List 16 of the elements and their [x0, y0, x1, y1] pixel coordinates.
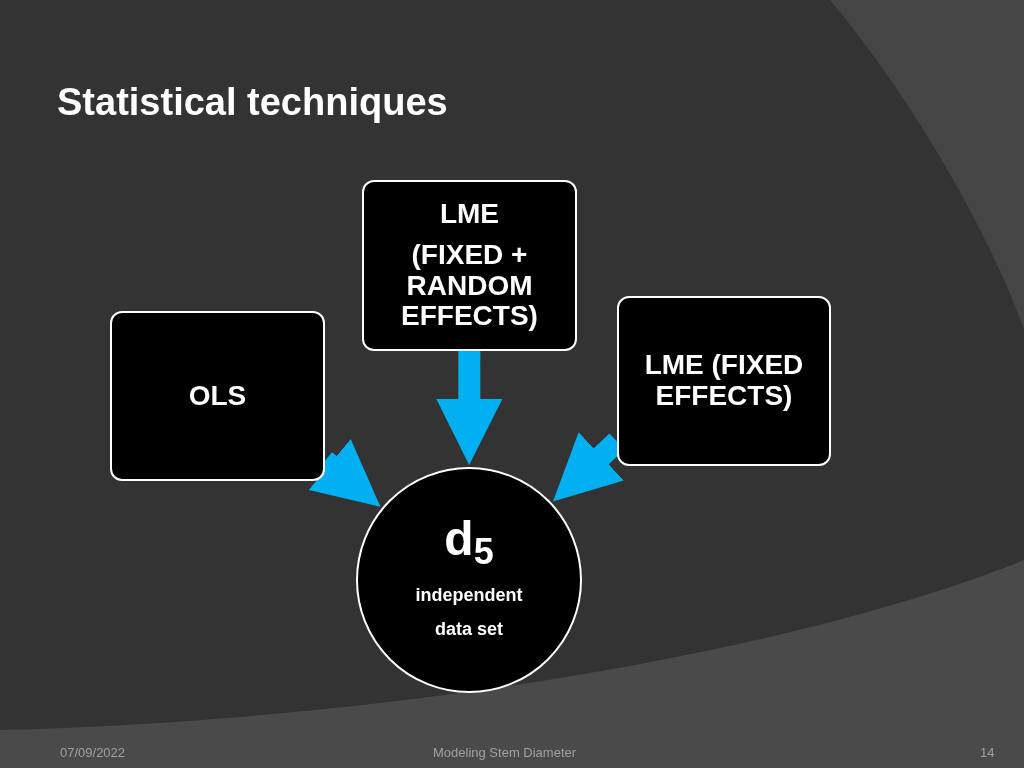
node-text: LME (FIXED EFFECTS): [643, 350, 805, 412]
block-arrow: [436, 351, 503, 465]
node-text: OLS: [187, 380, 248, 412]
process-box: [110, 311, 325, 481]
node-text: independent data set: [414, 584, 524, 642]
block-arrow: [308, 439, 381, 507]
process-box: [362, 180, 577, 351]
block-arrow: [552, 432, 625, 502]
footer-text: Modeling Stem Diameter: [433, 744, 577, 762]
node-text: LME: [438, 198, 501, 230]
footer-text: 07/09/2022: [60, 744, 126, 762]
node-text: d$_{5}$: [444, 513, 494, 567]
node-text: (FIXED + RANDOM EFFECTS): [400, 239, 539, 333]
slide-title: Statistical techniques: [57, 80, 448, 125]
footer-text: 14: [980, 744, 995, 762]
process-box: [617, 296, 831, 466]
